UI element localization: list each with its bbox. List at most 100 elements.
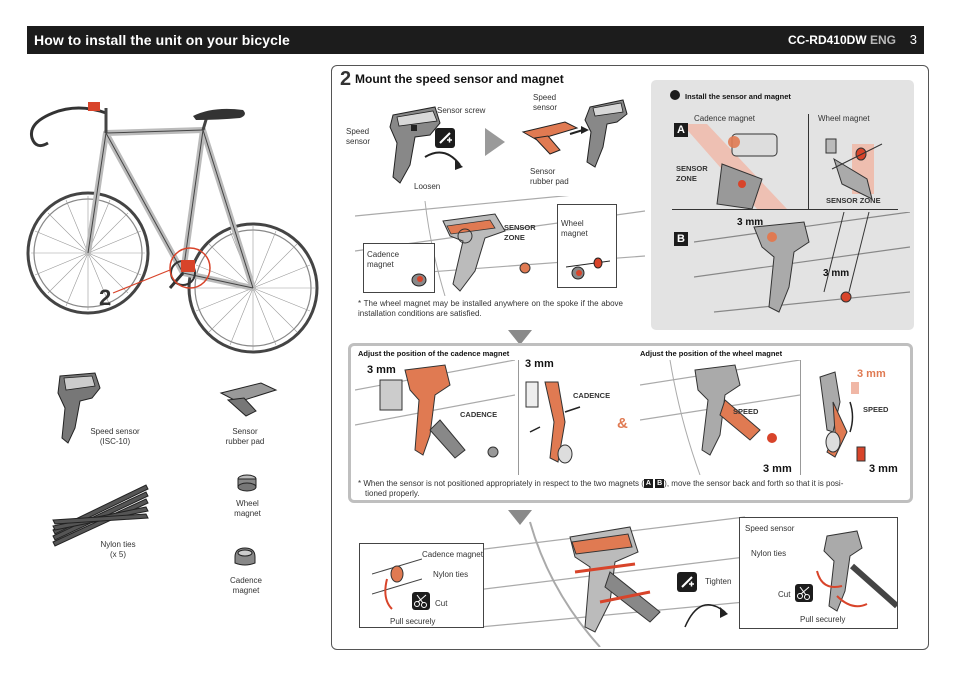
down-arrow-1-icon (508, 330, 532, 345)
part-wheel-magnet-label: Wheel magnet (220, 499, 275, 518)
note-badge-a: A (643, 479, 653, 489)
main-instructions-panel (331, 65, 929, 650)
sensor-screw-label: Sensor screw (437, 106, 486, 115)
adjust-speed-label-1: SPEED (733, 407, 759, 416)
nylon-ties-icon (52, 484, 149, 547)
tighten-screwdriver-icon (677, 572, 697, 592)
part-rubber-pad-label: Sensor rubber pad (215, 427, 275, 446)
fig2-rubber-pad-label: Sensor rubber pad (530, 167, 569, 186)
callout-cadence-magnet-line1: Cadence (367, 250, 400, 259)
sensor-position-note: * When the sensor is not positioned appr… (358, 479, 908, 498)
part-speed-sensor-name: Speed sensor (90, 427, 140, 436)
note-sensor-zone-line1: SENSOR (676, 164, 708, 173)
label-a-badge: A (674, 123, 688, 137)
language-label: ENG (869, 33, 896, 47)
wheel-zone-diagram (825, 138, 883, 199)
fasten-pull-right-label: Pull securely (800, 615, 846, 624)
fig3-sensor-zone-line2: ZONE (504, 232, 525, 242)
cadence-magnet-callout: Cadence magnet (363, 243, 435, 293)
scissors-icon-right (795, 584, 813, 602)
wheel-magnet-note: * The wheel magnet may be installed anyw… (358, 299, 623, 318)
note-divider (808, 114, 809, 210)
screwdriver-icon (435, 128, 455, 148)
adjust-mm-5: 3 mm (869, 463, 898, 475)
fig3-sensor-zone-label: SENSOR ZONE (504, 223, 536, 242)
part-speed-sensor-model: (ISC-10) (99, 436, 131, 446)
part-cadence-magnet-label: Cadence magnet (220, 576, 272, 595)
part-wheel-magnet-line1: Wheel (236, 499, 259, 508)
header-bar: How to install the unit on your bicycle … (27, 26, 924, 54)
sensor-distance-diagram (694, 212, 910, 313)
page-title: How to install the unit on your bicycle (34, 32, 290, 48)
part-nylon-ties-count: (x 5) (110, 549, 126, 559)
note-sensor-zone-label: SENSOR ZONE (676, 164, 708, 183)
fig3-sensor-zone-line1: SENSOR (504, 223, 536, 232)
cadence-adjust-figure-1 (355, 360, 515, 459)
fig2-rubber-pad-line1: Sensor (530, 167, 556, 176)
note-wheel-magnet-label: Wheel magnet (818, 114, 870, 123)
fasten-nylon-ties-left-label: Nylon ties (433, 570, 469, 579)
callout-wheel-magnet-line2: magnet (561, 228, 588, 238)
cadence-fasten-callout: Cadence magnet Nylon ties Cut Pull secur… (359, 543, 484, 628)
note-sensor-zone-line2: ZONE (676, 173, 697, 183)
ampersand-label: & (617, 415, 628, 432)
step2-number: 2 (340, 68, 352, 90)
part-rubber-pad-line1: Sensor (232, 427, 258, 436)
fig2-speed-sensor-line2: sensor (533, 102, 558, 112)
note-badge-b: B (655, 479, 665, 489)
next-step-arrow-icon (485, 128, 505, 156)
bike-step-number: 2 (99, 285, 112, 310)
adjust-panel (348, 343, 913, 503)
adjust-divider-2 (800, 360, 801, 475)
note-text-part-b: ), move the sensor back and forth so tha… (664, 479, 844, 488)
cadence-adjust-figure-2 (525, 381, 581, 464)
wheel-magnet-icon (237, 474, 257, 492)
speed-fasten-callout: Speed sensor Nylon ties Cut Pull securel… (739, 517, 898, 629)
adjust-mm-2: 3 mm (525, 358, 554, 370)
fasten-cut-left-label: Cut (435, 599, 448, 608)
fasten-nylon-ties-right-label: Nylon ties (751, 549, 787, 558)
speed-fasten-figure (816, 530, 897, 612)
fasten-cut-right-label: Cut (778, 590, 791, 599)
note-icon (670, 90, 680, 100)
adjust-mm-3: 3 mm (857, 368, 886, 380)
part-speed-sensor-label: Speed sensor (ISC-10) (80, 427, 150, 446)
model-name: CC-RD410DW (787, 33, 867, 47)
fasten-speed-sensor-label: Speed sensor (745, 524, 795, 533)
cadence-fasten-figure (372, 558, 422, 610)
cadence-magnet-icon (234, 547, 256, 566)
install-note-title: Install the sensor and magnet (685, 92, 791, 101)
fig2-speed-sensor-label: Speed sensor (533, 93, 557, 112)
rubber-pad-icon (219, 382, 278, 417)
wheel-magnet-callout: Wheel magnet (557, 204, 617, 288)
page-number: 3 (909, 32, 917, 47)
cadence-zone-diagram (682, 124, 787, 209)
callout-wheel-magnet-label: Wheel magnet (561, 219, 588, 238)
callout-wheel-magnet-icon (566, 257, 610, 280)
scissors-icon-left (412, 592, 430, 610)
fig1-speed-sensor-label: Speed sensor (346, 127, 370, 146)
bicycle-illustration (26, 102, 319, 354)
wheel-adjust-figure-1 (640, 360, 800, 475)
wheel-adjust-title: Adjust the position of the wheel magnet (640, 349, 783, 358)
loosen-label: Loosen (414, 182, 441, 191)
adjust-cadence-label-2: CADENCE (573, 391, 611, 400)
cadence-adjust-title: Adjust the position of the cadence magne… (358, 349, 510, 358)
speed-sensor-icon (57, 372, 101, 444)
callout-wheel-magnet-line1: Wheel (561, 219, 584, 228)
fasten-main-figure (460, 516, 745, 647)
adjust-divider-1 (518, 360, 519, 475)
part-nylon-ties-name: Nylon ties (100, 540, 136, 549)
callout-cadence-magnet-label: Cadence magnet (367, 250, 399, 269)
part-cadence-magnet-line1: Cadence (229, 576, 263, 585)
part-cadence-magnet-line2: magnet (232, 585, 260, 595)
tighten-label: Tighten (705, 577, 732, 586)
installed-sensor-figure (355, 196, 645, 296)
fasten-pull-left-label: Pull securely (390, 617, 436, 626)
part-nylon-ties-label: Nylon ties (x 5) (88, 540, 148, 559)
model-label: CC-RD410DW ENG (788, 33, 896, 47)
adjust-cadence-label-1: CADENCE (460, 410, 498, 419)
adjust-mm-4: 3 mm (763, 463, 792, 475)
note-mm-2: 3 mm (823, 268, 850, 279)
note-text-part-c: tioned properly. (365, 488, 420, 498)
